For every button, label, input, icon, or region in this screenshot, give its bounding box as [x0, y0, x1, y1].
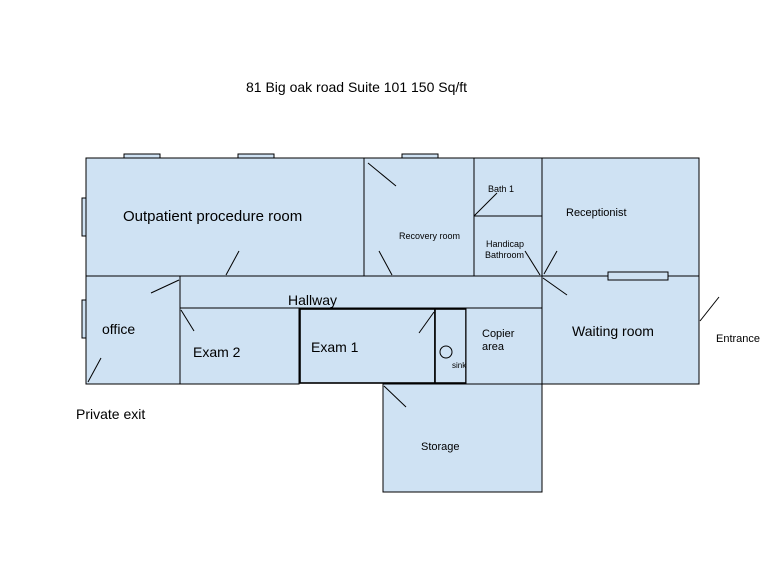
- room-sink-area: [434, 308, 467, 384]
- label-hallway: Hallway: [288, 292, 337, 308]
- window-top-1: [123, 153, 161, 159]
- door-office-hallway: [150, 279, 180, 294]
- door-recovery-bottom: [378, 250, 393, 276]
- label-handicap-1: Handicap: [486, 239, 524, 249]
- room-receptionist: [541, 157, 700, 277]
- door-handicap: [524, 250, 541, 276]
- label-waiting: Waiting room: [572, 323, 654, 339]
- label-storage: Storage: [421, 441, 460, 453]
- room-office: [85, 275, 181, 385]
- room-bath-1: [473, 157, 543, 217]
- window-top-3: [401, 153, 439, 159]
- window-receptionist: [607, 271, 669, 281]
- room-exam-1: [299, 308, 436, 384]
- label-entrance: Entrance: [716, 333, 760, 345]
- window-top-2: [237, 153, 275, 159]
- window-left-2: [81, 299, 87, 339]
- room-storage: [382, 383, 543, 493]
- label-recovery: Recovery room: [399, 231, 460, 241]
- label-receptionist: Receptionist: [566, 207, 627, 219]
- label-copier-1: Copier: [482, 328, 515, 340]
- label-exam-1: Exam 1: [311, 339, 359, 355]
- door-private-exit: [87, 357, 102, 383]
- room-recovery: [363, 157, 475, 277]
- door-receptionist: [543, 250, 558, 275]
- door-exam-2: [180, 309, 195, 332]
- label-bath-1: Bath 1: [488, 184, 514, 194]
- room-handicap-bathroom: [473, 215, 543, 277]
- room-waiting: [541, 275, 700, 385]
- sink-icon: [439, 345, 453, 359]
- door-exam-1: [418, 311, 435, 334]
- label-sink: sink: [452, 361, 467, 370]
- door-recovery-top: [367, 162, 397, 187]
- room-outpatient-procedure: [85, 157, 365, 277]
- label-outpatient: Outpatient procedure room: [123, 208, 302, 225]
- door-storage: [383, 385, 407, 408]
- room-exam-2: [179, 307, 300, 385]
- label-copier-2: area: [482, 341, 505, 353]
- room-hallway: [179, 275, 543, 309]
- label-private-exit: Private exit: [76, 406, 145, 422]
- window-left-1: [81, 197, 87, 237]
- door-entrance: [699, 296, 720, 322]
- label-exam-2: Exam 2: [193, 344, 241, 360]
- room-copier-area: [465, 307, 543, 385]
- label-office: office: [102, 321, 135, 337]
- label-handicap-2: Bathroom: [485, 250, 524, 260]
- door-bath-1: [473, 192, 498, 217]
- plan-title: 81 Big oak road Suite 101 150 Sq/ft: [246, 79, 467, 95]
- door-outpatient: [225, 250, 240, 276]
- door-waiting: [542, 277, 568, 296]
